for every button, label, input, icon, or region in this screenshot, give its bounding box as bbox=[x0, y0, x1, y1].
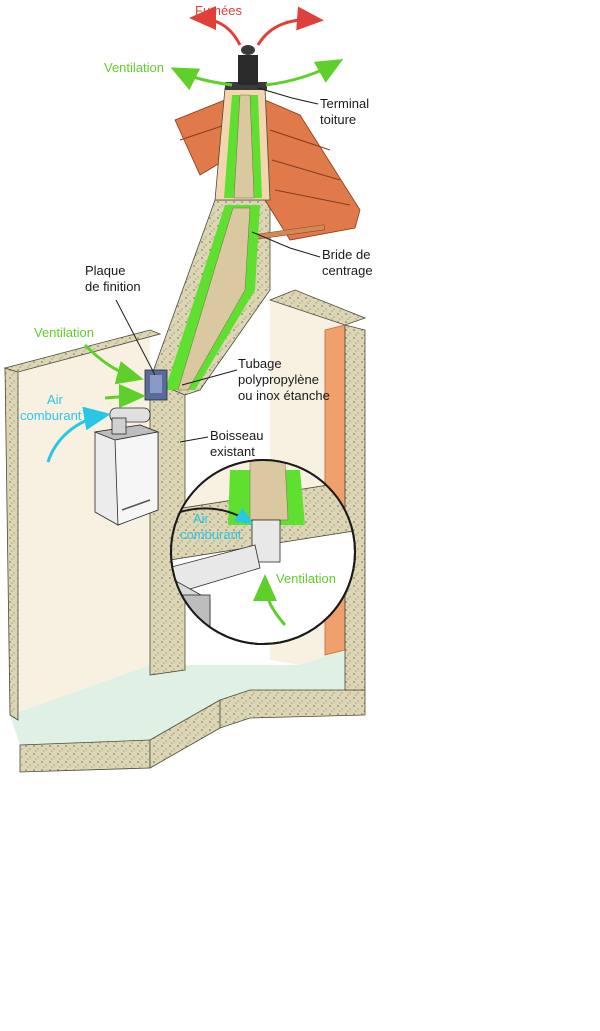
flue-liner bbox=[165, 205, 260, 391]
air-arrows bbox=[46, 406, 287, 626]
detail-magnifier bbox=[170, 459, 356, 645]
roof-tiles bbox=[174, 99, 361, 244]
label-fumees: Fumées bbox=[195, 3, 242, 18]
finishing-plate bbox=[144, 369, 168, 401]
label-tubage-line3: ou inox étanche bbox=[238, 388, 330, 403]
label-terminal-line2: toiture bbox=[320, 112, 356, 127]
left-wall bbox=[3, 329, 162, 721]
label-plaque-line1: Plaque bbox=[85, 263, 125, 278]
floor-slab bbox=[10, 650, 366, 773]
fumes-arrows bbox=[189, 6, 324, 46]
label-bride-line1: Bride de bbox=[322, 247, 370, 262]
label-air-line1: Air bbox=[47, 392, 64, 407]
roof-terminal bbox=[238, 45, 258, 85]
label-detail-ventilation: Ventilation bbox=[276, 571, 336, 586]
label-boisseau-line2: existant bbox=[210, 444, 255, 459]
label-boisseau-line1: Boisseau bbox=[210, 428, 263, 443]
label-detail-air-line2: comburant bbox=[180, 527, 242, 542]
boiler bbox=[93, 407, 160, 526]
label-detail-air-line1: Air bbox=[193, 511, 210, 526]
label-ventilation-top: Ventilation bbox=[104, 60, 164, 75]
label-bride-line2: centrage bbox=[322, 263, 373, 278]
label-air-line2: comburant bbox=[20, 408, 82, 423]
leader-lines bbox=[115, 87, 321, 443]
label-tubage-line2: polypropylène bbox=[238, 372, 319, 387]
label-terminal-line1: Terminal bbox=[320, 96, 369, 111]
label-plaque-line2: de finition bbox=[85, 279, 141, 294]
label-tubage-line1: Tubage bbox=[238, 356, 282, 371]
ventilation-arrows-left bbox=[83, 343, 146, 409]
chimney-stack bbox=[214, 82, 271, 201]
ventilation-arrows-top bbox=[170, 59, 344, 91]
label-ventilation-left: Ventilation bbox=[34, 325, 94, 340]
